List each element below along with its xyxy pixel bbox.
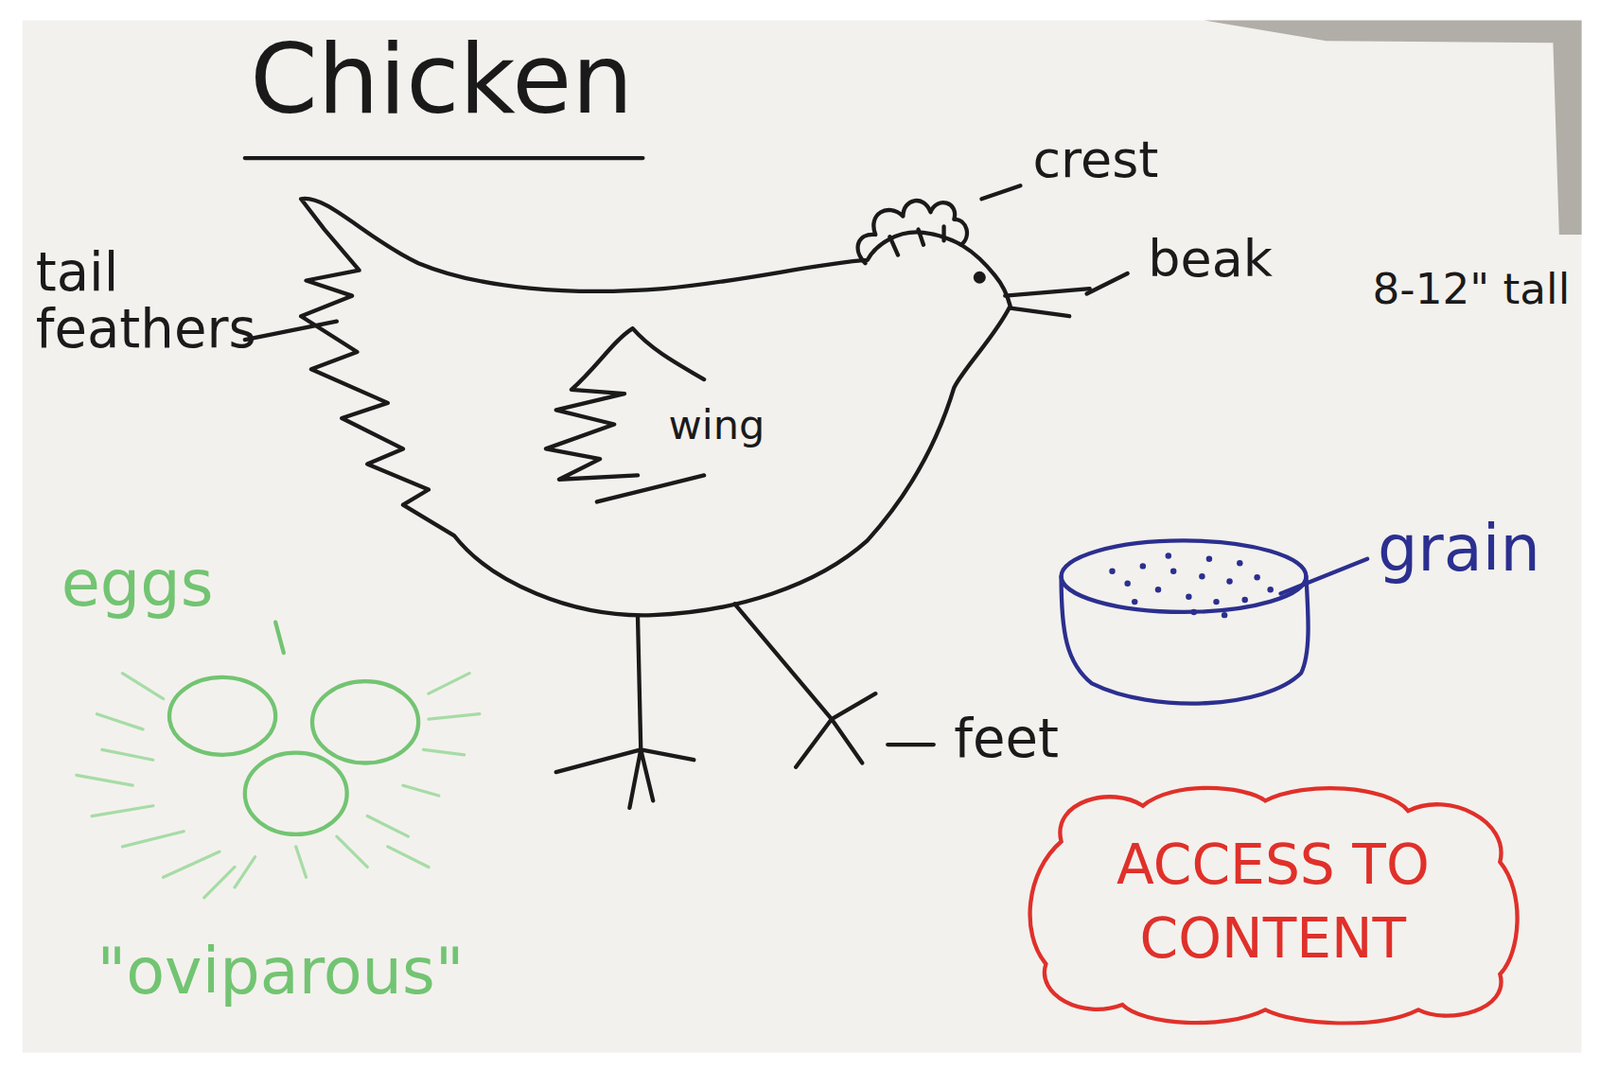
leader-line — [245, 321, 337, 340]
cloud-content: ACCESS TO CONTENT — [1019, 780, 1526, 1026]
part-label: wing — [668, 403, 765, 446]
diagram-title: Chicken — [249, 28, 633, 131]
cloud-outline — [1030, 788, 1518, 1024]
nest-strokes — [76, 673, 480, 898]
grain-bowl — [1061, 576, 1309, 704]
leader-line — [1280, 559, 1368, 595]
cloud-text: ACCESS TO CONTENT — [1069, 828, 1477, 978]
leader-line — [981, 185, 1020, 199]
paper — [22, 20, 1583, 1054]
chicken-leg — [556, 616, 695, 809]
part-label: grain — [1377, 514, 1541, 581]
egg — [169, 677, 276, 756]
title-underline — [245, 156, 644, 160]
part-label: feet — [953, 710, 1059, 767]
leader-line — [275, 622, 284, 653]
chicken-leg — [734, 603, 876, 768]
grain-dots — [1108, 552, 1274, 618]
cloud-note: ACCESS TO CONTENT — [1019, 780, 1526, 1026]
chicken-eye — [973, 271, 986, 284]
part-label: crest — [1032, 132, 1159, 187]
desk-clutter — [1204, 20, 1583, 235]
cloud-outline — [1019, 780, 1526, 1026]
leader-line — [1087, 273, 1128, 295]
egg — [245, 753, 348, 835]
part-label: "oviparous" — [96, 938, 464, 1005]
chicken-crest — [858, 200, 968, 264]
chicken-beak — [1004, 288, 1091, 317]
part-label: tail feathers — [35, 245, 312, 357]
chicken-body — [300, 198, 1011, 616]
part-label: 8-12" tall — [1372, 266, 1571, 313]
leader-line — [887, 742, 934, 747]
grain-bowl — [1061, 540, 1307, 612]
part-label: eggs — [61, 550, 214, 617]
egg — [312, 681, 419, 763]
part-label: beak — [1147, 232, 1273, 287]
